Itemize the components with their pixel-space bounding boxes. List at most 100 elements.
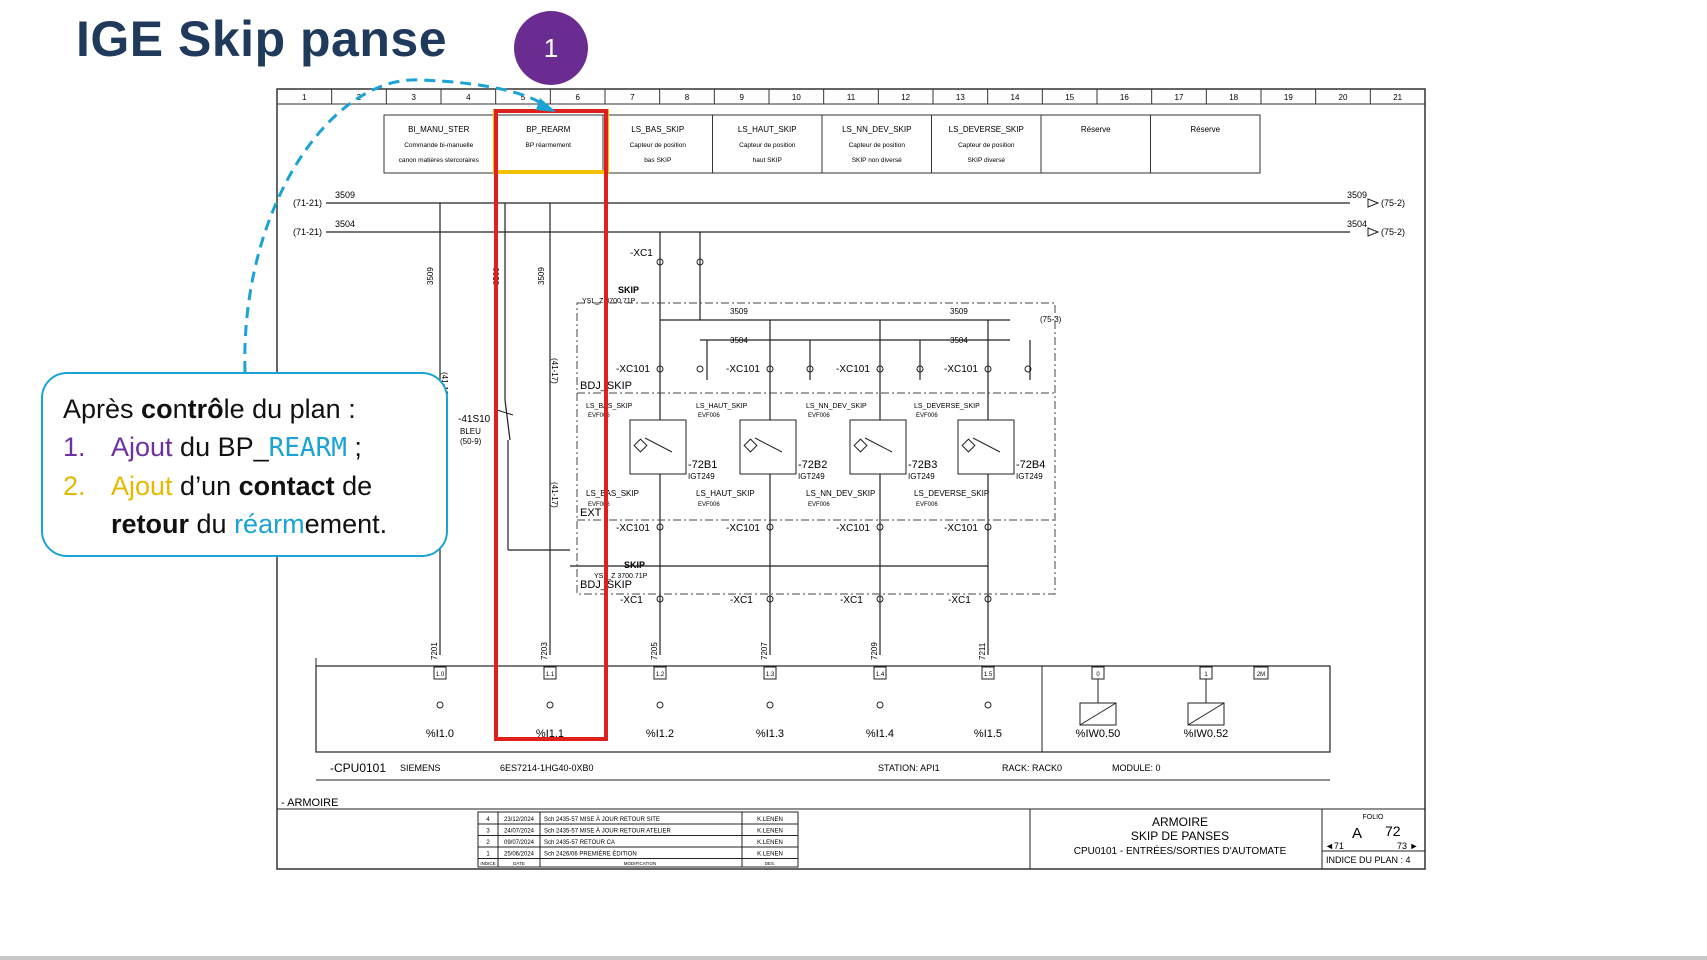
bus-label-3504: 3504 xyxy=(335,219,355,229)
column-number: 3 xyxy=(411,93,416,102)
sensor-name: -72B2 xyxy=(798,459,827,471)
terminal xyxy=(806,365,814,373)
plc-pin xyxy=(543,666,557,680)
terminal xyxy=(1024,365,1032,373)
xc1-label-bottom: -XC1 xyxy=(620,595,643,606)
wire-3504-b: 3504 xyxy=(950,336,968,345)
header-box-desc-1: BP réarmement xyxy=(526,142,572,149)
armoire-label: - ARMOIRE xyxy=(281,797,338,809)
revision-author: K.LENEN xyxy=(757,817,783,823)
column-number: 4 xyxy=(466,93,471,102)
title-block-line-3: CPU0101 - ENTRÉES/SORTIES D'AUTOMATE xyxy=(1074,844,1287,857)
plc-terminal xyxy=(984,701,992,709)
folio-previous: ◄71 xyxy=(1325,841,1344,851)
revision-date: 24/07/2024 xyxy=(504,829,535,835)
terminal xyxy=(984,595,992,603)
header-box-desc-2: haut SKIP xyxy=(753,157,782,164)
column-number: 14 xyxy=(1011,93,1020,102)
terminal xyxy=(984,523,992,531)
sensor-name: -72B4 xyxy=(1016,459,1045,471)
slide-bottom-border xyxy=(0,956,1707,960)
terminal xyxy=(696,365,704,373)
pushbutton-ref: (50-9) xyxy=(460,437,482,446)
folio-number: 72 xyxy=(1385,823,1401,839)
xc101-label: -XC101 xyxy=(726,364,760,375)
sensor-evf-bottom: EVF006 xyxy=(916,502,938,508)
plc-pin-label: 1.4 xyxy=(876,672,885,678)
column-number: 18 xyxy=(1229,93,1238,102)
sensor-label-top: LS_HAUT_SKIP xyxy=(696,403,748,410)
sensor-type: IGT249 xyxy=(908,472,935,481)
plc-pin-2m-label: 2M xyxy=(1257,672,1265,678)
bus-ref-right-2: (75-2) xyxy=(1381,227,1405,237)
plc-pin-label: 0 xyxy=(1096,672,1100,678)
column-number: 1 xyxy=(302,93,307,102)
rack-label: RACK: RACK0 xyxy=(1002,763,1062,773)
terminal xyxy=(656,523,664,531)
sensor-type: IGT249 xyxy=(1016,472,1043,481)
sensor-label-top: LS_BAS_SKIP xyxy=(586,403,633,410)
sensor-contact xyxy=(754,437,783,453)
bus-label-3509-right: 3509 xyxy=(1347,190,1367,200)
pushbutton-symbol xyxy=(496,409,514,416)
revision-index: 1 xyxy=(486,852,490,858)
pushbutton-name: -41S10 xyxy=(458,414,491,425)
sensor-evf-bottom: EVF006 xyxy=(698,502,720,508)
revision-table-frame xyxy=(477,811,799,868)
plc-wire-number: 7207 xyxy=(760,642,769,660)
sensor-type: IGT249 xyxy=(798,472,825,481)
plc-terminal xyxy=(766,701,774,709)
plc-pin xyxy=(981,666,995,680)
header-box-title: BI_MANU_STER xyxy=(408,125,470,134)
xc101-label-bottom: -XC101 xyxy=(726,523,760,534)
plc-input-address: %IW0.52 xyxy=(1184,728,1229,740)
plc-input-address: %I1.0 xyxy=(426,728,454,740)
xc101-label-bottom: -XC101 xyxy=(836,523,870,534)
sensor-symbol xyxy=(743,438,758,453)
ref-41-17-b: (41-17) xyxy=(550,482,559,508)
title-block-line-1: ARMOIRE xyxy=(1152,815,1208,829)
plc-pin-label: 1.0 xyxy=(436,672,445,678)
terminal xyxy=(656,365,664,373)
sensor-label-bottom: LS_DEVERSE_SKIP xyxy=(914,489,989,498)
sensor-label-top: LS_DEVERSE_SKIP xyxy=(914,403,980,410)
sensor-symbol xyxy=(633,438,648,453)
xc1-label-top: -XC1 xyxy=(630,248,653,259)
header-box-title: Réserve xyxy=(1081,125,1111,134)
column-number: 11 xyxy=(847,93,856,102)
terminal xyxy=(876,365,884,373)
wire-3509-a: 3509 xyxy=(730,307,748,316)
revision-date: 25/06/2024 xyxy=(504,852,535,858)
sensor-symbol xyxy=(853,438,868,453)
column-number: 9 xyxy=(739,93,744,102)
ref-41-17: (41-17) xyxy=(550,358,559,384)
arrow-head xyxy=(536,98,556,112)
header-box-desc-1: Capteur de position xyxy=(739,142,796,149)
revision-text: Sch 2435-57 MISE À JOUR RETOUR SITE xyxy=(544,816,660,823)
sensors: -XC101-72B1IGT249LS_BAS_SKIPEVF006LS_BAS… xyxy=(586,364,1045,606)
sensor-contact xyxy=(644,437,673,453)
annotation-callout: Après contrôle du plan : 1.Ajout du BP_R… xyxy=(41,372,448,557)
revision-head-author: DES. xyxy=(765,861,776,866)
column-number: 8 xyxy=(685,93,690,102)
header-box-title: BP_REARM xyxy=(526,125,570,134)
header-box-desc-2: SKIP diversé xyxy=(968,157,1006,164)
column-number: 19 xyxy=(1284,93,1293,102)
revision-index: 2 xyxy=(486,840,490,846)
xc1-label-bottom: -XC1 xyxy=(948,595,971,606)
terminal xyxy=(984,365,992,373)
ysl-label-top: YSL_Z 3700.71P xyxy=(582,298,636,305)
revision-text: Sch 2426/06 PREMIÈRE ÉDITION xyxy=(544,851,637,858)
xc101-label-bottom: -XC101 xyxy=(944,523,978,534)
plc-wire-number: 7209 xyxy=(870,642,879,660)
revision-head-index: INDICE xyxy=(480,861,495,866)
bus-label-3504-right: 3504 xyxy=(1347,219,1367,229)
plc-input-address: %IW0.50 xyxy=(1076,728,1121,740)
plc-pin-2m xyxy=(1253,666,1269,680)
cpu-reference: 6ES7214-1HG40-0XB0 xyxy=(500,763,594,773)
revision-author: K.LENEN xyxy=(757,852,783,858)
sensor-evf-top: EVF006 xyxy=(588,413,610,419)
